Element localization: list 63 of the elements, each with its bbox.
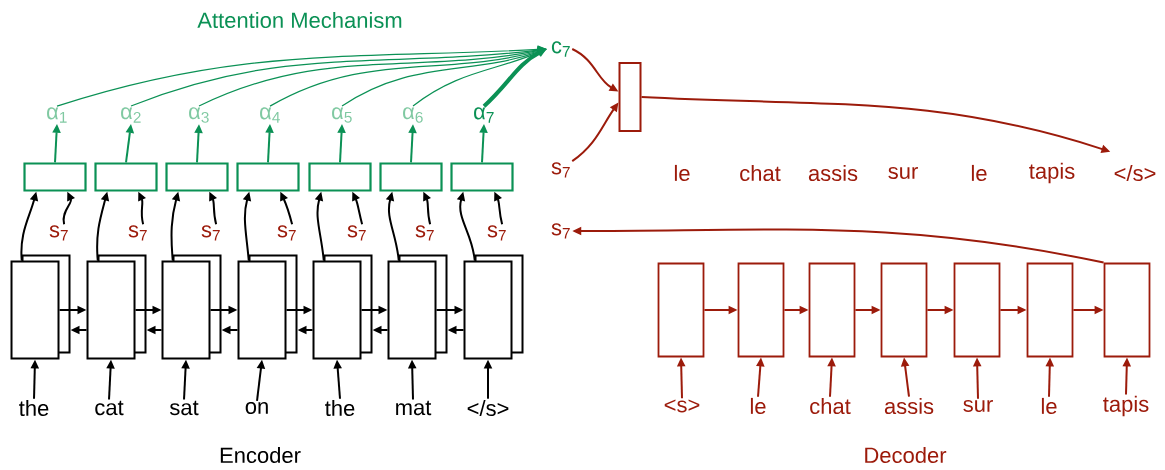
weight-label: α$_{5}$ [332, 107, 352, 123]
encoder-cell [161, 254, 222, 360]
input-word: </s> [467, 399, 509, 417]
decoder-cell [808, 262, 856, 358]
input-word: sat [169, 400, 199, 416]
decoder-cell [1103, 262, 1151, 358]
state-label: s$_{7}$ [201, 225, 220, 241]
caption: Decoder [865, 446, 947, 464]
input-word: on [245, 401, 268, 414]
score-box [165, 162, 229, 192]
state-label: s$_{7}$ [49, 225, 68, 241]
encoder-cell [86, 254, 147, 360]
state-label: s$_{7}$ [551, 162, 570, 178]
state-label: s$_{7}$ [487, 225, 506, 241]
input-word: le [750, 397, 766, 415]
output-word: </s> [1114, 164, 1156, 182]
decoder-cell [953, 262, 1001, 358]
encoder-cell [387, 254, 448, 360]
encoder-cell [312, 254, 373, 360]
input-word: the [325, 399, 355, 417]
weight-label: α$_{3}$ [189, 107, 209, 123]
caption: Encoder [220, 446, 301, 464]
weight-label: α$_{1}$ [47, 107, 67, 123]
state-label: s$_{7}$ [551, 223, 570, 239]
input-word: mat [396, 400, 432, 416]
score-box [94, 162, 158, 192]
output-word: chat [740, 164, 781, 182]
weight-label: α$_{7}$ [474, 107, 494, 123]
state-label: s$_{7}$ [277, 225, 296, 241]
input-word: chat [810, 397, 851, 415]
heading: Attention Mechanism [197, 11, 402, 29]
score-box [450, 162, 514, 192]
input-word: le [1041, 397, 1057, 415]
context-label: c$_{7}$ [551, 41, 570, 57]
encoder-cell [463, 254, 524, 360]
output-word: sur [888, 166, 918, 179]
output-word: tapis [1029, 162, 1075, 184]
output-word: le [674, 164, 690, 182]
input-word: cat [95, 400, 124, 416]
decoder-cell [657, 262, 705, 358]
score-box [23, 162, 87, 192]
output-word: le [971, 164, 987, 182]
output-box [618, 62, 642, 132]
weight-label: α$_{6}$ [403, 107, 423, 123]
state-label: s$_{7}$ [128, 225, 147, 241]
decoder-cell [1026, 262, 1074, 358]
weight-label: α$_{2}$ [121, 107, 141, 123]
input-word: assis [884, 397, 934, 415]
state-label: s$_{7}$ [415, 225, 434, 241]
input-word: <s> [664, 399, 700, 413]
encoder-cell [10, 254, 71, 360]
output-word: assis [808, 164, 858, 182]
weight-label: α$_{4}$ [260, 107, 280, 123]
encoder-cell [237, 254, 298, 360]
input-word: sur [963, 399, 993, 412]
score-box [236, 162, 300, 192]
input-word: tapis [1103, 395, 1149, 417]
input-word: the [19, 399, 49, 417]
state-label: s$_{7}$ [347, 225, 366, 241]
score-box [308, 162, 372, 192]
score-box [379, 162, 443, 192]
decoder-cell [880, 262, 928, 358]
decoder-cell [737, 262, 785, 358]
